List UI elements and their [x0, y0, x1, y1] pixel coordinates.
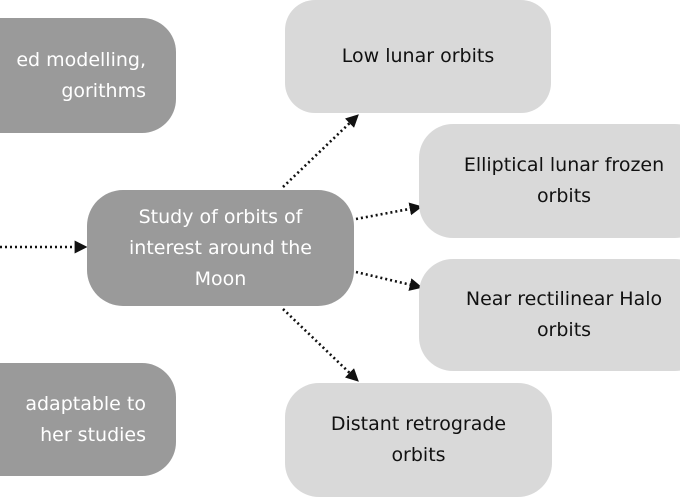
node-adaptable-line-2: her studies — [40, 423, 146, 446]
node-elliptical-line-2: orbits — [536, 185, 592, 207]
arrow-center-to-elliptical — [355, 202, 423, 221]
node-low-line-1: Low lunar orbits — [341, 45, 495, 67]
node-study-line-1: Study of orbits of — [138, 205, 303, 228]
node-elliptical-line-1: Elliptical lunar frozen — [463, 154, 665, 176]
node-adaptable-line-1: adaptable to — [25, 392, 146, 415]
node-modelling-line-2: gorithms — [61, 79, 146, 102]
node-near-rectilinear-halo-orbits: Near rectilinear Halo orbits — [419, 259, 680, 371]
node-study-line-3: Moon — [194, 267, 247, 290]
node-dro-line-2: orbits — [391, 444, 446, 466]
node-modelling-algorithms: ed modelling, gorithms — [0, 18, 176, 133]
node-study-line-2: interest around the — [129, 236, 312, 259]
arrow-center-to-distant-retrograde — [282, 308, 359, 382]
arrow-center-to-low-lunar — [282, 114, 359, 188]
node-halo-line-1: Near rectilinear Halo — [465, 288, 663, 310]
node-elliptical-frozen-orbits: Elliptical lunar frozen orbits — [419, 124, 680, 238]
node-modelling-line-1: ed modelling, — [16, 48, 146, 71]
node-study-of-orbits: Study of orbits of interest around the M… — [87, 190, 354, 306]
node-low-lunar-orbits: Low lunar orbits — [285, 0, 551, 113]
arrow-center-to-halo — [355, 270, 423, 291]
node-distant-retrograde-orbits: Distant retrograde orbits — [285, 383, 552, 497]
node-dro-line-1: Distant retrograde — [330, 413, 507, 435]
node-adaptable-studies: adaptable to her studies — [0, 363, 176, 476]
node-halo-line-2: orbits — [536, 319, 592, 341]
